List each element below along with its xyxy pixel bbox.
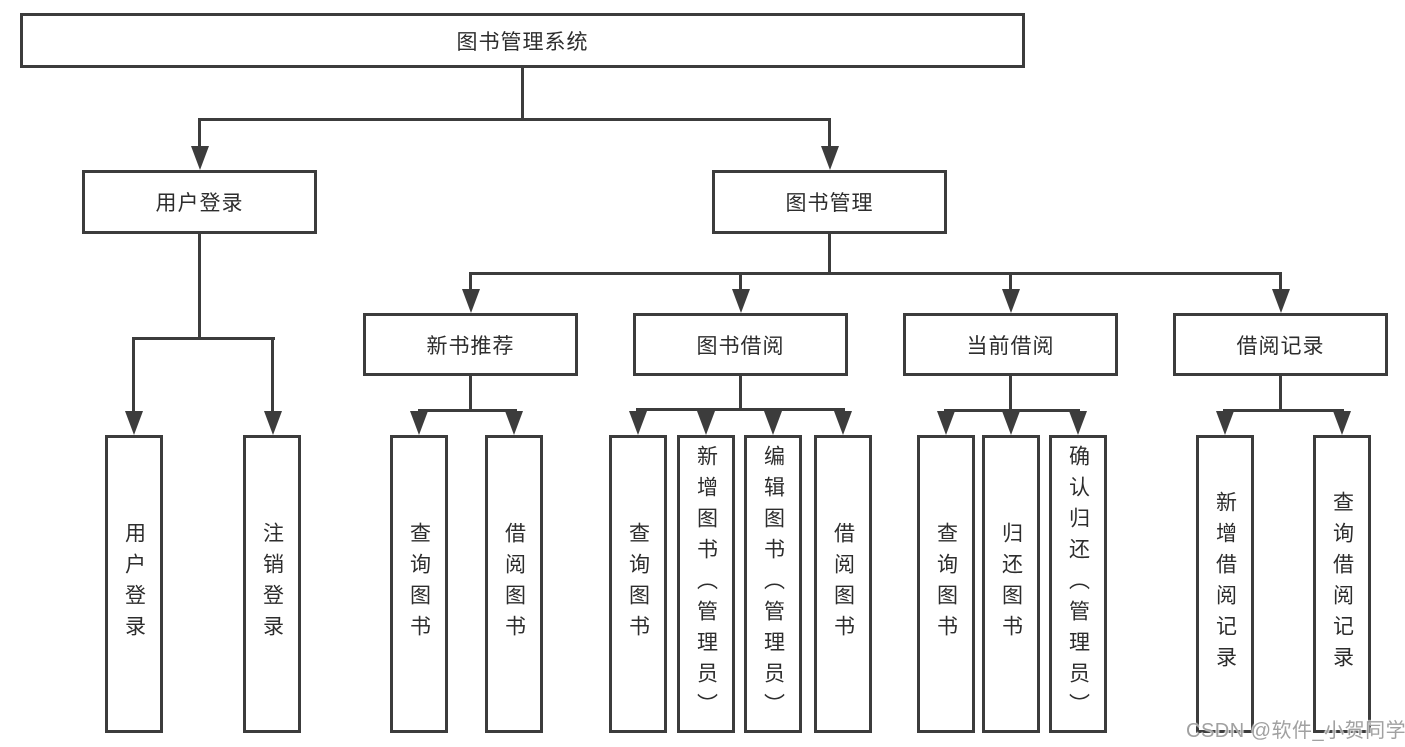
node-leaf-borrow-books-recommend-label: 借阅图书 — [502, 522, 526, 646]
connector-line — [132, 337, 275, 340]
node-user-login: 用户登录 — [82, 170, 317, 234]
node-leaf-query-borrow-record-label: 查询借阅记录 — [1330, 491, 1354, 677]
arrow-down — [1002, 411, 1020, 435]
connector-line — [418, 409, 517, 412]
connector-line — [1009, 272, 1012, 291]
node-user-login-label: 用户登录 — [155, 192, 244, 215]
csdn-watermark: CSDN @软件_小贺同学 — [1186, 720, 1405, 742]
node-leaf-return-books: 归还图书 — [982, 435, 1040, 733]
connector-line — [1223, 409, 1344, 412]
node-current-borrowing: 当前借阅 — [903, 313, 1118, 376]
arrow-down — [1333, 411, 1351, 435]
node-current-borrowing-label: 当前借阅 — [966, 334, 1055, 358]
connector-line — [521, 68, 524, 118]
connector-line — [271, 337, 274, 412]
node-leaf-logout: 注销登录 — [243, 435, 301, 733]
arrow-down — [125, 411, 143, 435]
node-book-management: 图书管理 — [712, 170, 947, 234]
node-leaf-add-book-admin: 新增图书（管理员） — [677, 435, 735, 733]
node-leaf-borrow-books-label: 借阅图书 — [831, 522, 855, 646]
connector-line — [198, 234, 201, 337]
arrow-down — [834, 411, 852, 435]
arrow-down — [264, 411, 282, 435]
node-leaf-user-login: 用户登录 — [105, 435, 163, 733]
node-leaf-borrow-books-recommend: 借阅图书 — [485, 435, 543, 733]
arrow-down — [1002, 289, 1020, 313]
connector-line — [469, 272, 472, 291]
node-leaf-query-borrow-record: 查询借阅记录 — [1313, 435, 1371, 733]
node-new-book-recommend: 新书推荐 — [363, 313, 578, 376]
arrow-down — [732, 289, 750, 313]
connector-line — [636, 408, 845, 411]
connector-line — [1279, 376, 1282, 409]
arrow-down — [937, 411, 955, 435]
arrow-down — [1272, 289, 1290, 313]
node-book-management-label: 图书管理 — [785, 192, 874, 215]
connector-line — [469, 272, 1282, 275]
node-leaf-confirm-return-admin: 确认归还（管理员） — [1049, 435, 1107, 733]
connector-line — [132, 337, 135, 412]
connector-line — [1009, 376, 1012, 409]
connector-line — [469, 376, 472, 409]
node-leaf-query-books-borrowing-label: 查询图书 — [626, 522, 650, 646]
arrow-down — [410, 411, 428, 435]
connector-line — [944, 409, 1080, 412]
arrow-down — [1069, 411, 1087, 435]
node-borrow-records: 借阅记录 — [1173, 313, 1388, 376]
node-leaf-edit-book-admin-label: 编辑图书（管理员） — [761, 444, 785, 724]
arrow-down — [462, 289, 480, 313]
node-leaf-borrow-books: 借阅图书 — [814, 435, 872, 733]
connector-line — [828, 118, 831, 150]
node-new-book-recommend-label: 新书推荐 — [426, 334, 515, 358]
arrow-down — [697, 411, 715, 435]
node-leaf-confirm-return-admin-label: 确认归还（管理员） — [1066, 444, 1090, 724]
node-borrow-records-label: 借阅记录 — [1236, 334, 1325, 358]
node-leaf-query-books-borrowing: 查询图书 — [609, 435, 667, 733]
node-leaf-query-books-recommend: 查询图书 — [390, 435, 448, 733]
node-book-borrowing: 图书借阅 — [633, 313, 848, 376]
connector-line — [828, 234, 831, 272]
node-leaf-add-borrow-record: 新增借阅记录 — [1196, 435, 1254, 733]
node-leaf-query-books-current: 查询图书 — [917, 435, 975, 733]
arrow-down — [629, 411, 647, 435]
node-leaf-logout-label: 注销登录 — [260, 522, 284, 646]
node-leaf-add-borrow-record-label: 新增借阅记录 — [1213, 491, 1237, 677]
node-root: 图书管理系统 — [20, 13, 1025, 68]
node-leaf-query-books-recommend-label: 查询图书 — [407, 522, 431, 646]
node-leaf-return-books-label: 归还图书 — [999, 522, 1023, 646]
connector-line — [739, 272, 742, 291]
connector-line — [198, 118, 201, 150]
arrow-down — [764, 411, 782, 435]
connector-line — [739, 376, 742, 408]
arrow-down — [1216, 411, 1234, 435]
connector-line — [198, 118, 831, 121]
node-leaf-add-book-admin-label: 新增图书（管理员） — [694, 444, 718, 724]
connector-line — [1279, 272, 1282, 291]
node-leaf-query-books-current-label: 查询图书 — [934, 522, 958, 646]
node-book-borrowing-label: 图书借阅 — [696, 334, 785, 358]
node-leaf-user-login-label: 用户登录 — [122, 522, 146, 646]
arrow-down — [505, 411, 523, 435]
arrow-down — [191, 146, 209, 170]
node-leaf-edit-book-admin: 编辑图书（管理员） — [744, 435, 802, 733]
node-root-label: 图书管理系统 — [456, 30, 589, 54]
arrow-down — [821, 146, 839, 170]
